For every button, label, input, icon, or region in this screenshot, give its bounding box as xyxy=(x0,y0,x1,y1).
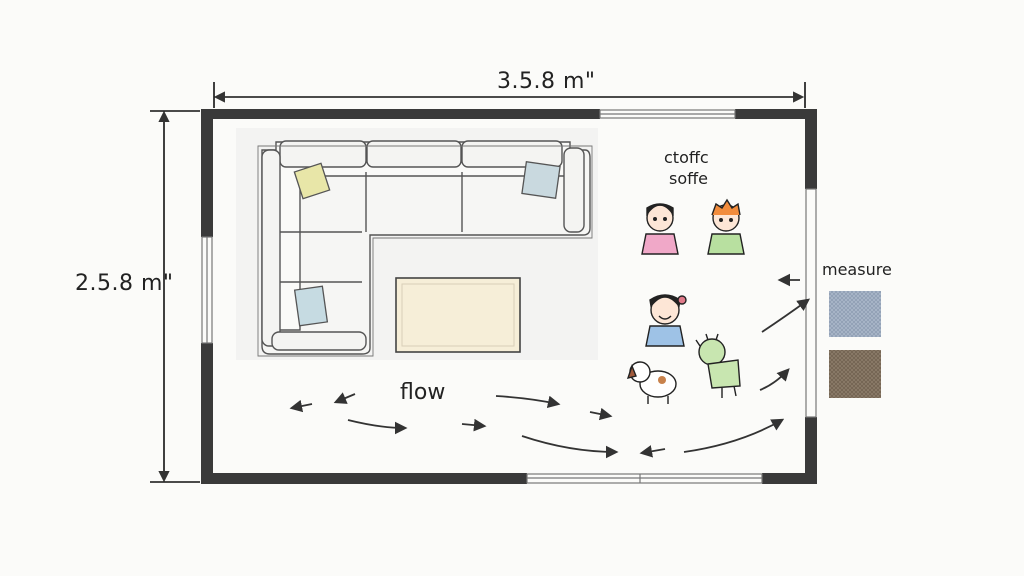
flow-arrow-7 xyxy=(521,435,619,459)
pillow-yellow xyxy=(293,162,331,200)
swatch-brown xyxy=(829,350,881,398)
dimension-height-label: 2.5.8 m" xyxy=(75,271,174,296)
zone-label-line-1: ctoffc xyxy=(664,148,709,167)
child-pink-shirt xyxy=(641,203,679,255)
dimension-width-label: 3.5.8 m" xyxy=(497,69,596,94)
dimension-height xyxy=(150,110,200,483)
flow-label: flow xyxy=(400,380,446,405)
measure-label: measure xyxy=(822,260,892,279)
wall-right-upper xyxy=(805,109,817,189)
dimension-width xyxy=(213,82,806,108)
wall-top-right xyxy=(735,109,817,119)
flow-arrow-4 xyxy=(495,395,561,409)
flow-arrow-1 xyxy=(289,399,313,413)
zone-label-line-2: soffe xyxy=(669,169,708,188)
wall-left-lower xyxy=(201,343,213,484)
flow-arrow-11 xyxy=(761,298,811,333)
walls xyxy=(201,109,817,484)
flow-arrow-9 xyxy=(683,418,785,453)
swatch-blue-grey xyxy=(829,291,881,337)
child-green-shirt xyxy=(707,198,745,255)
wall-bottom-left xyxy=(201,473,527,484)
flow-arrow-5 xyxy=(461,418,487,432)
windows xyxy=(201,109,817,484)
wall-right-lower xyxy=(805,417,817,484)
wall-bottom-right xyxy=(762,473,817,484)
pillows xyxy=(293,161,561,327)
rug xyxy=(395,277,521,353)
flow-arrows xyxy=(289,273,811,459)
wall-left-upper xyxy=(201,109,213,237)
child-blue-shirt xyxy=(645,294,687,347)
dog xyxy=(626,361,677,404)
flow-arrow-8 xyxy=(639,445,666,458)
flow-arrow-6 xyxy=(589,407,613,421)
wall-top-left xyxy=(201,109,600,119)
door-opening-right xyxy=(805,188,817,418)
flow-arrow-3 xyxy=(347,419,408,435)
pillow-blue-right xyxy=(521,161,561,199)
flow-arrow-2 xyxy=(333,392,356,404)
flow-arrow-10 xyxy=(759,368,790,391)
pillow-blue-left xyxy=(293,285,329,327)
green-dinosaur-toy xyxy=(695,333,741,398)
